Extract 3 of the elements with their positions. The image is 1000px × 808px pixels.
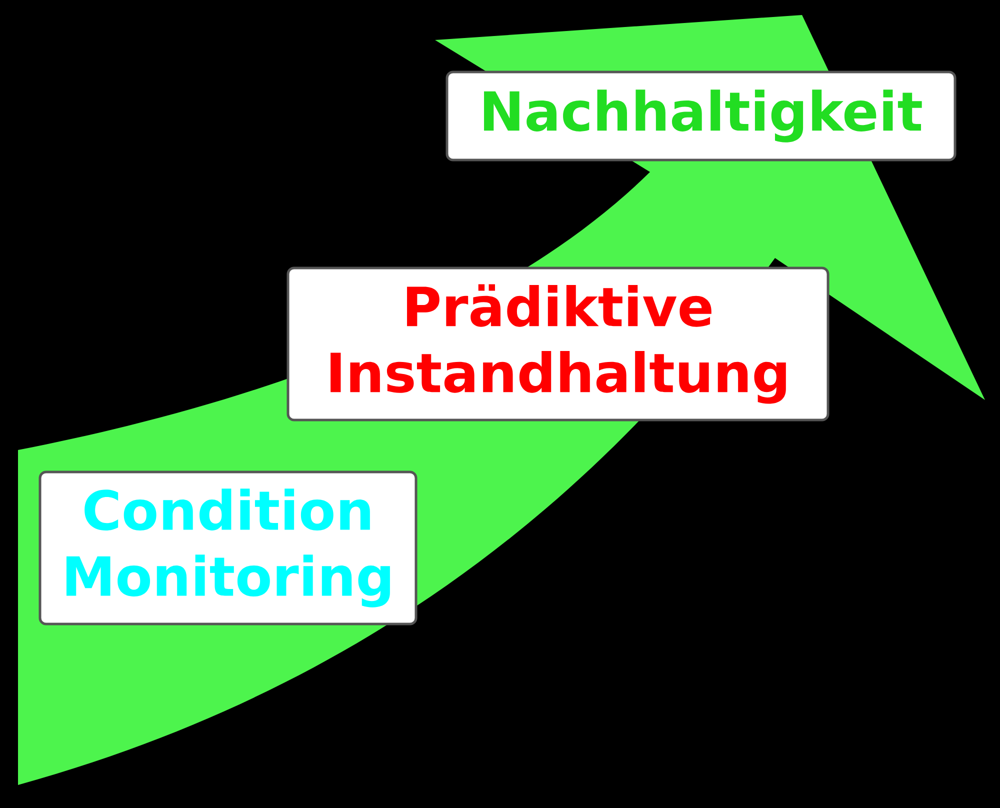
text-box: Nachhaltigkeit bbox=[446, 70, 956, 162]
text-box: Condition Monitoring bbox=[38, 470, 418, 626]
text-box: Prädiktive Instandhaltung bbox=[286, 266, 830, 422]
